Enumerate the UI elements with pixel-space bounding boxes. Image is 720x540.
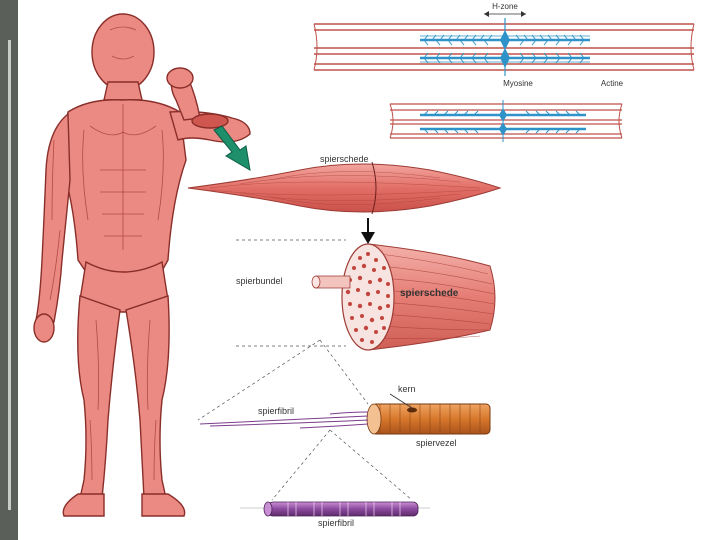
spierfibril-bottom-label: spierfibril (318, 518, 354, 528)
spiervezel-label: spiervezel (416, 438, 457, 448)
zoom-arrow-icon (213, 125, 251, 171)
spierschede-top-label: spierschede (320, 154, 369, 164)
myosine-label: Myosine (503, 79, 533, 88)
figure-right-foot (141, 493, 186, 517)
figure-bicep-highlight (191, 113, 229, 129)
human-muscle-figure (33, 13, 251, 517)
figure-head (91, 13, 155, 91)
figure-neck (103, 81, 143, 101)
bundle-cross-section (341, 243, 395, 351)
figure-fist (166, 67, 194, 89)
pulled-bundle (315, 275, 351, 289)
spierschede-bundle-label: spierschede (400, 288, 459, 299)
muscle-bundle-section: spierbundel spierschede (236, 243, 496, 351)
figure-left-foot (62, 493, 105, 517)
spierbundel-label: spierbundel (236, 276, 283, 286)
figure-hanging-hand (33, 313, 55, 343)
fibrils-strands (199, 411, 369, 429)
zoom-lines-fibril (271, 429, 413, 501)
figure-muscle-lines (49, 26, 164, 481)
down-arrow-icon (361, 232, 375, 244)
myosin-heads (423, 34, 585, 64)
h-zone-label: H-zone (492, 2, 518, 11)
muscle-fiber: kern spierfibril spiervezel (199, 384, 491, 448)
sarcomere-contracted-diagram: H-zone Myosine Actine (313, 2, 695, 88)
figure-hanging-arm (35, 112, 71, 323)
myofibril: spierfibril (240, 501, 430, 528)
slide-side-bar (0, 0, 18, 540)
sarcomere-relaxed-diagram (389, 100, 623, 142)
whole-muscle: spierschede (187, 154, 502, 215)
zoom-lines-bundle (236, 239, 346, 347)
actine-label: Actine (601, 79, 624, 88)
muscle-cut-line (371, 161, 377, 215)
spierfibril-left-label: spierfibril (258, 406, 294, 416)
kern-label: kern (398, 384, 416, 394)
zoom-lines-fiber (197, 339, 369, 421)
nucleus (407, 407, 417, 413)
